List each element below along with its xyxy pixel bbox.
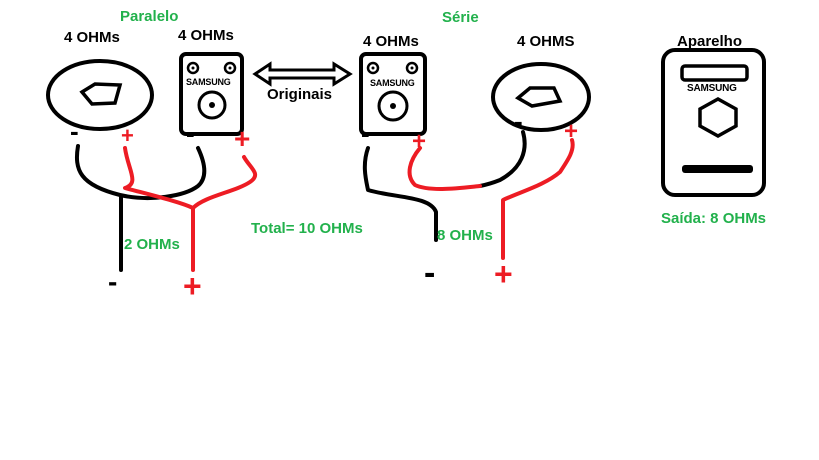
parallel-output-minus: - bbox=[108, 266, 118, 297]
series-box-plus: + bbox=[412, 128, 427, 155]
series-red-wires bbox=[407, 138, 575, 260]
parallel-result: 2 OHMs bbox=[124, 236, 180, 253]
device-title: Aparelho bbox=[677, 33, 743, 50]
parallel-woofer-minus: - bbox=[70, 116, 79, 146]
parallel-woofer-ohms: 4 OHMs bbox=[64, 29, 120, 46]
parallel-output-plus: + bbox=[183, 268, 202, 304]
parallel-box-plus: + bbox=[234, 123, 251, 154]
series-result: 8 OHMs bbox=[437, 227, 493, 244]
amplifier-device bbox=[661, 48, 766, 197]
device-output: Saída: 8 OHMs bbox=[661, 210, 767, 227]
parallel-woofer-plus: + bbox=[121, 123, 134, 148]
series-box-ohms: 4 OHMs bbox=[363, 33, 419, 50]
series-box-minus: - bbox=[361, 118, 370, 148]
series-black-wires bbox=[362, 130, 527, 242]
parallel-woofer-speaker bbox=[46, 59, 154, 131]
series-output-minus: - bbox=[424, 254, 436, 292]
series-woofer-ohms: 4 OHMS bbox=[517, 33, 575, 50]
parallel-box-minus: - bbox=[186, 118, 195, 148]
series-woofer-plus: + bbox=[564, 118, 579, 145]
total-label: Total= 10 OHMs bbox=[251, 220, 363, 237]
parallel-red-wires bbox=[123, 146, 257, 272]
parallel-box-speaker bbox=[179, 52, 244, 136]
parallel-box-ohms: 4 OHMs bbox=[178, 27, 234, 44]
originals-label: Originais bbox=[267, 86, 333, 103]
series-box-brand: SAMSUNG bbox=[370, 78, 415, 88]
parallel-title: Paralelo bbox=[120, 8, 179, 25]
series-woofer-speaker bbox=[491, 62, 591, 132]
parallel-box-brand: SAMSUNG bbox=[186, 77, 231, 87]
originals-arrow bbox=[252, 61, 353, 87]
series-woofer-minus: - bbox=[514, 106, 523, 136]
series-output-plus: + bbox=[494, 256, 513, 292]
series-title: Série bbox=[442, 9, 479, 26]
series-box-speaker bbox=[359, 52, 427, 136]
device-brand: SAMSUNG bbox=[687, 83, 737, 94]
